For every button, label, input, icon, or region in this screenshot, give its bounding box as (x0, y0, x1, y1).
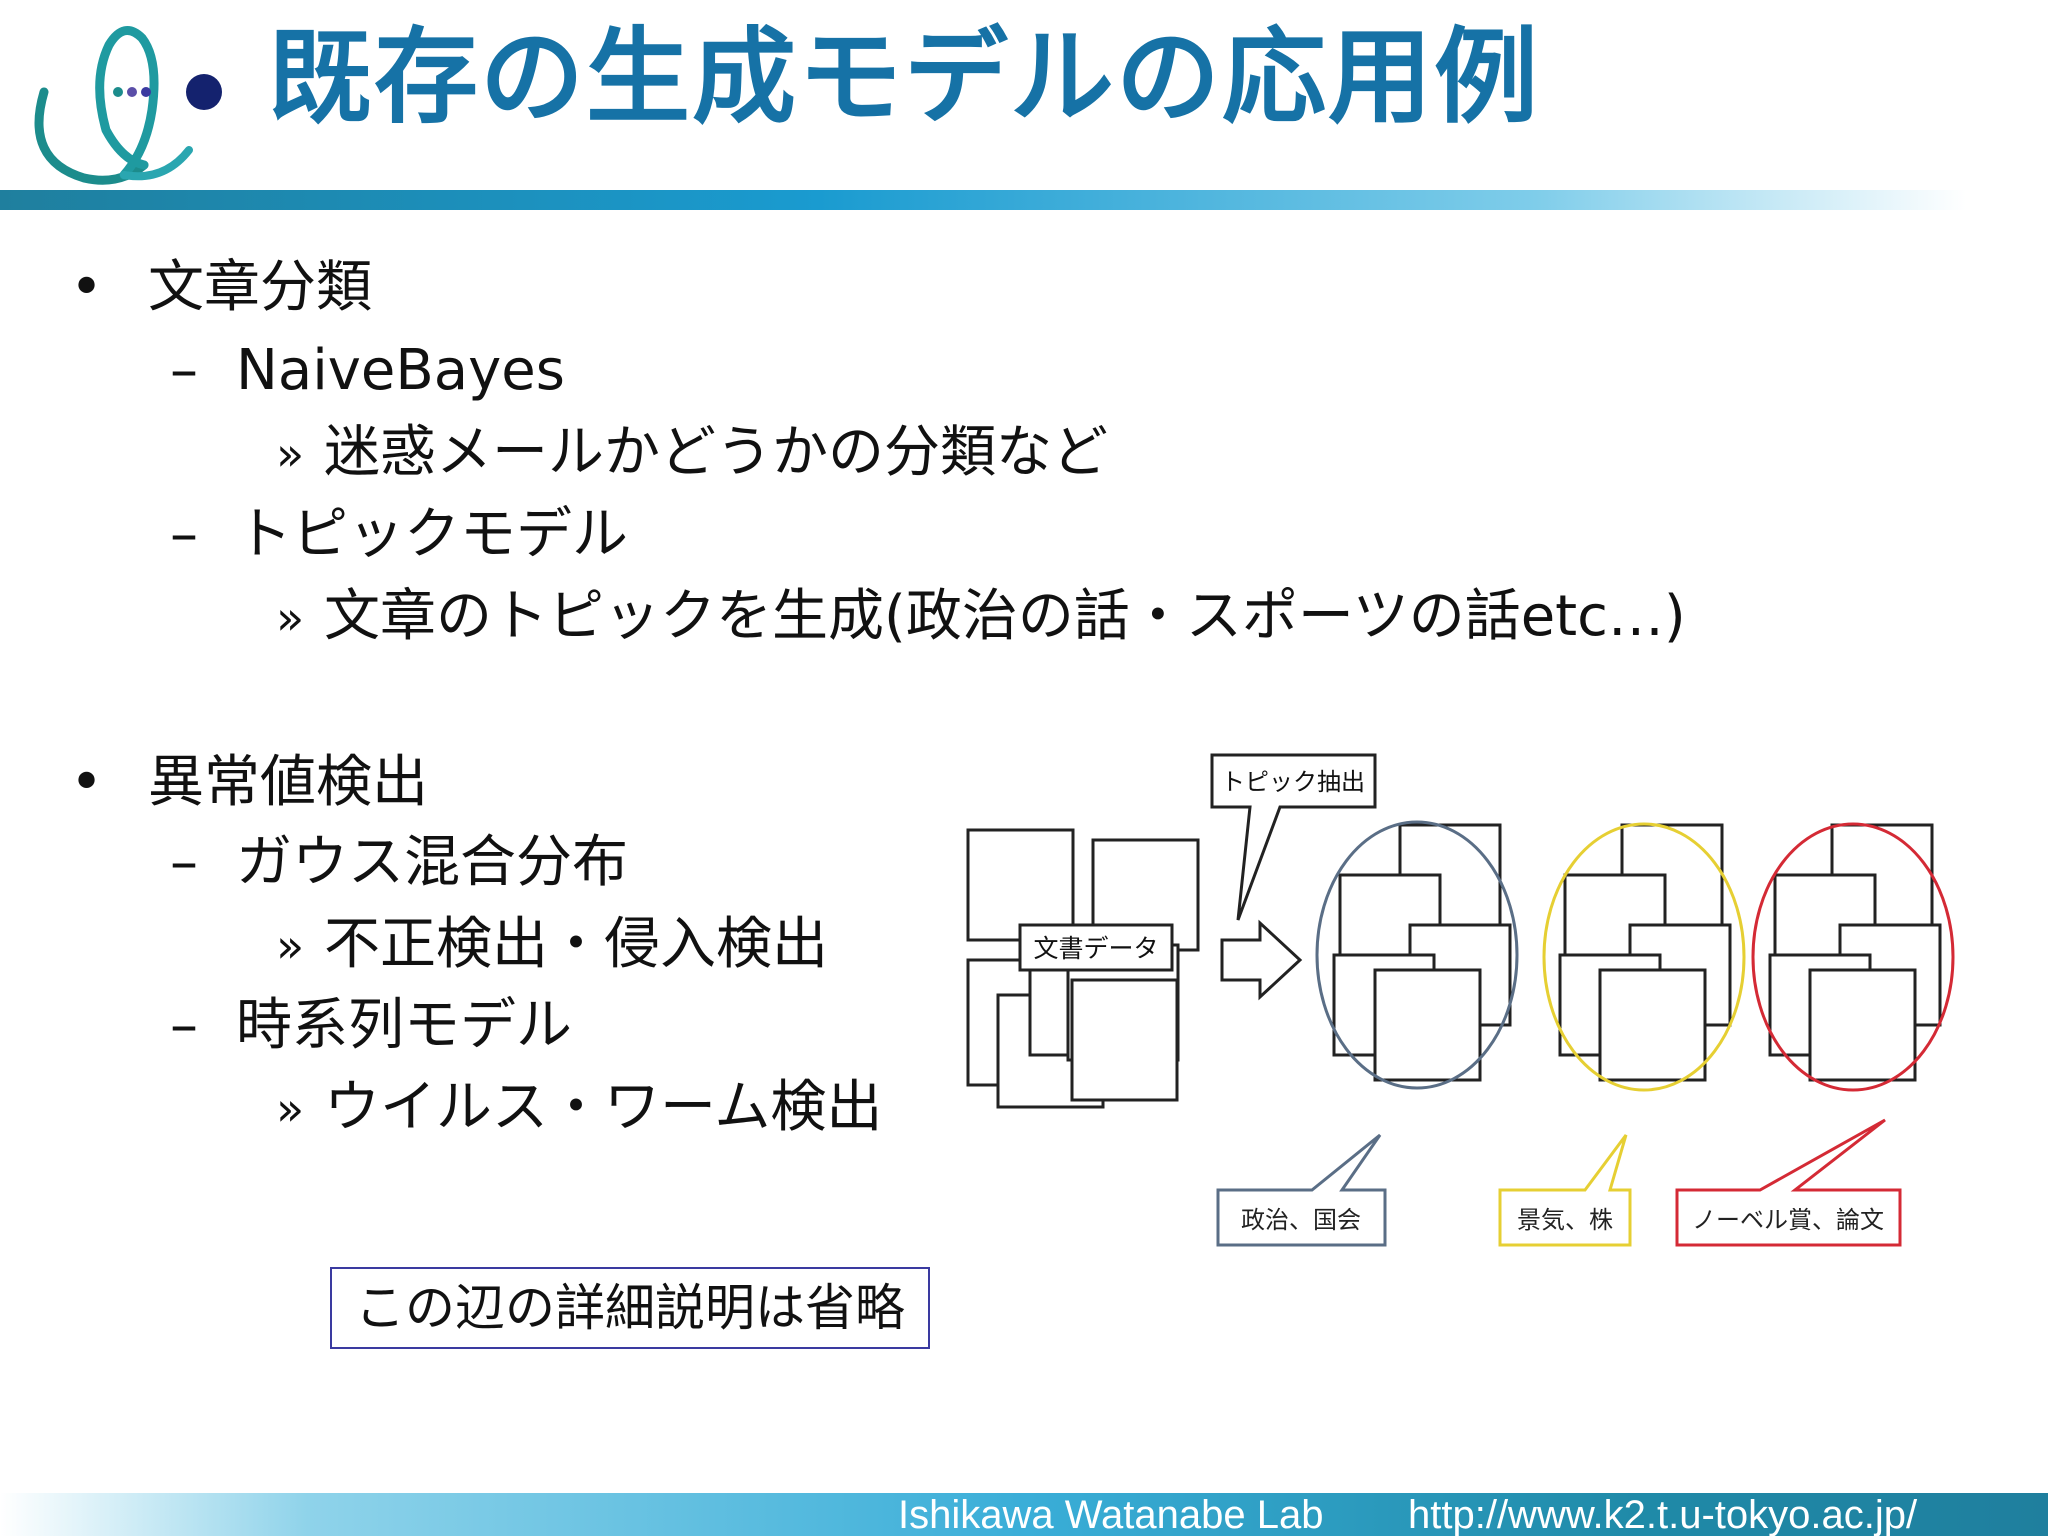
subitem-label: トピックモデル (236, 502, 628, 567)
bullet-label: 文章分類 (148, 255, 372, 320)
detail-text: 迷惑メールかどうかの分類など (324, 420, 1108, 485)
bullet-label: 異常値検出 (148, 750, 428, 815)
subitem-label: ガウス混合分布 (236, 830, 628, 895)
detail-text: 不正検出・侵入検出 (324, 912, 828, 977)
topic-callout-science (1675, 1118, 1902, 1247)
callout-label: トピック抽出 (1221, 768, 1365, 796)
topic-callout-economy (1498, 1134, 1632, 1247)
dash-mark: – (170, 993, 198, 1058)
detail-mark: » (276, 919, 305, 973)
topic-cluster-economy (1542, 822, 1746, 1092)
topic-label-economy: 景気、株 (1517, 1206, 1613, 1234)
topic-callout-politics (1216, 1133, 1387, 1247)
bullet-mark: • (70, 255, 104, 320)
dash-mark: – (170, 338, 198, 403)
footer-url: http://www.k2.t.u-tokyo.ac.jp/ (1408, 1493, 1918, 1536)
subitem-label: 時系列モデル (236, 993, 572, 1058)
footer-bar (0, 1493, 2048, 1536)
right-arrow-icon (1220, 919, 1303, 1001)
slide-title: 既存の生成モデルの応用例 (268, 16, 1541, 138)
dash-mark: – (170, 830, 198, 895)
detail-mark: » (276, 591, 305, 645)
bullet-mark: • (70, 750, 104, 815)
detail-mark: » (276, 427, 305, 481)
detail-text: 文章のトピックを生成(政治の話・スポーツの話etc…) (324, 584, 1686, 649)
footer-lab-name: Ishikawa Watanabe Lab (898, 1493, 1324, 1536)
input-label: 文書データ (1033, 934, 1158, 963)
topic-label-science: ノーベル賞、論文 (1692, 1206, 1884, 1234)
document-stack (966, 828, 1200, 1109)
note-box: この辺の詳細説明は省略 (330, 1267, 930, 1349)
dash-mark: – (170, 502, 198, 567)
topic-extraction-diagram: 文書データ トピック抽出 (966, 753, 1955, 1247)
callout-bubble (1210, 753, 1377, 921)
title-underline (0, 190, 2048, 210)
detail-text: ウイルス・ワーム検出 (324, 1075, 883, 1140)
lab-logo-icon (34, 26, 222, 185)
subitem-label: NaiveBayes (236, 338, 565, 403)
topic-cluster-politics (1315, 820, 1519, 1090)
topic-label-politics: 政治、国会 (1241, 1206, 1361, 1234)
detail-mark: » (276, 1082, 305, 1136)
topic-cluster-science (1751, 822, 1955, 1092)
input-label-box (1018, 923, 1174, 972)
